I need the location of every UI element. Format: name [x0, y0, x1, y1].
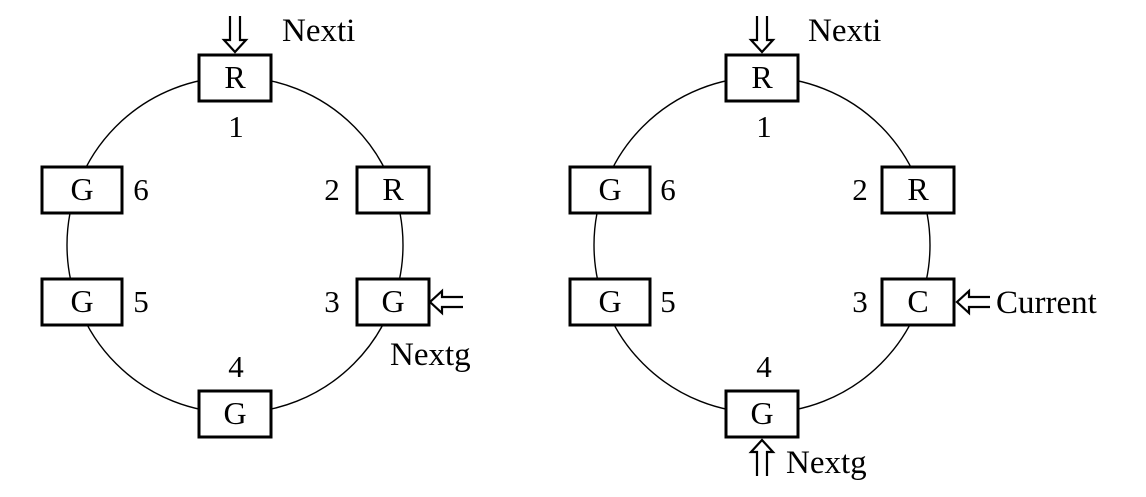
pointer-label: Current [996, 285, 1097, 321]
node-box [880, 165, 956, 215]
node-number: 3 [852, 284, 868, 319]
node-number: 6 [133, 172, 149, 207]
node-number: 2 [852, 172, 868, 207]
node-letter: G [70, 171, 93, 207]
node-number: 2 [324, 172, 340, 207]
node-number: 6 [660, 172, 676, 207]
node-3: C 3 [852, 277, 956, 327]
node-4: G 4 [724, 349, 800, 439]
node-number: 1 [228, 109, 244, 144]
node-3: G 3 [324, 277, 431, 327]
node-box [197, 53, 273, 103]
left-double-arrow-icon [955, 288, 990, 316]
node-box [568, 277, 652, 327]
node-letter: C [907, 283, 928, 319]
pointer-nextg: Nextg [390, 288, 471, 373]
node-number: 1 [756, 109, 772, 144]
node-letter: G [381, 283, 404, 319]
node-box [724, 389, 800, 439]
node-number: 5 [133, 284, 149, 319]
node-letter: G [598, 283, 621, 319]
node-box [880, 277, 956, 327]
node-letter: G [750, 395, 773, 431]
node-box [568, 165, 652, 215]
node-6: G 6 [568, 165, 676, 215]
diagram-right: R 1 R 2 C 3 G 4 G 5 G 6 [568, 13, 1097, 481]
node-box [724, 53, 800, 103]
node-letter: R [382, 171, 404, 207]
node-letter: G [223, 395, 246, 431]
node-letter: R [751, 59, 773, 95]
node-number: 3 [324, 284, 340, 319]
pointer-label: Nexti [808, 13, 881, 49]
down-double-arrow-icon [748, 16, 776, 54]
node-5: G 5 [40, 277, 149, 327]
pointer-current: Current [955, 285, 1097, 321]
node-1: R 1 [197, 53, 273, 144]
node-letter: G [598, 171, 621, 207]
pointer-label: Nextg [390, 337, 471, 373]
down-double-arrow-icon [221, 16, 249, 54]
node-number: 5 [660, 284, 676, 319]
node-letter: G [70, 283, 93, 319]
pointer-label: Nexti [282, 13, 355, 49]
node-2: R 2 [852, 165, 956, 215]
node-2: R 2 [324, 165, 431, 215]
up-double-arrow-icon [748, 438, 776, 476]
node-letter: R [907, 171, 929, 207]
pointer-nextg: Nextg [748, 438, 867, 481]
node-number: 4 [228, 349, 244, 384]
node-letter: R [224, 59, 246, 95]
pointer-nexti: Nexti [748, 13, 881, 54]
node-6: G 6 [40, 165, 149, 215]
node-box [197, 389, 273, 439]
node-number: 4 [756, 349, 772, 384]
node-5: G 5 [568, 277, 676, 327]
pointer-label: Nextg [786, 445, 867, 481]
diagram-left: R 1 R 2 G 3 G 4 G 5 G 6 [40, 13, 471, 439]
node-box [40, 277, 124, 327]
node-box [40, 165, 124, 215]
left-double-arrow-icon [428, 288, 463, 316]
pointer-nexti: Nexti [221, 13, 355, 54]
node-box [355, 165, 431, 215]
node-4: G 4 [197, 349, 273, 439]
node-1: R 1 [724, 53, 800, 144]
